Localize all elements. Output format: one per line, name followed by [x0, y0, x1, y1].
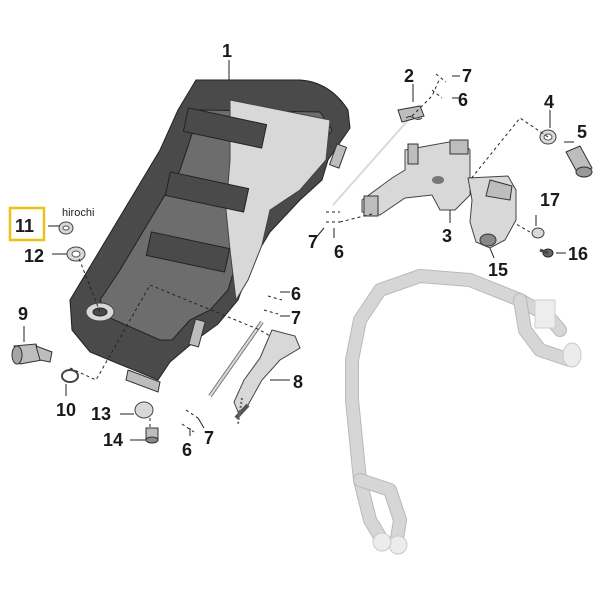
- clip-pair-upper: [431, 73, 447, 99]
- callout-labels: 1 2 7 6 4 5 17 3 16 15 7 6 6 7 8 9 10 11…: [15, 41, 588, 460]
- callout-3: 3: [442, 226, 452, 246]
- callout-7c: 7: [291, 308, 301, 328]
- highlight-box-item-11: [8, 206, 46, 242]
- callout-15: 15: [488, 260, 508, 280]
- callout-9: 9: [18, 304, 28, 324]
- washer-part-12: [66, 246, 86, 262]
- callout-12: 12: [24, 246, 44, 266]
- damper-part-13: [134, 401, 154, 419]
- washer-part-11: [58, 221, 74, 235]
- callout-2: 2: [404, 66, 414, 86]
- footrest-bracket-ghost: [345, 269, 582, 555]
- callout-6b: 6: [334, 242, 344, 262]
- clamp-part-15: [467, 175, 517, 249]
- callout-17: 17: [540, 190, 560, 210]
- clip-pair-mid-left: [326, 211, 340, 223]
- callout-16: 16: [568, 244, 588, 264]
- callout-6c: 6: [291, 284, 301, 304]
- heel-guard-plate: [69, 79, 351, 393]
- lever-part-8: [233, 329, 301, 425]
- bolt-part-16: [539, 248, 554, 258]
- callout-13: 13: [91, 404, 111, 424]
- callout-14: 14: [103, 430, 123, 450]
- callout-5: 5: [577, 122, 587, 142]
- leader-lines: [23, 60, 574, 441]
- screw-part-14: [145, 427, 159, 444]
- callout-6d: 6: [182, 440, 192, 460]
- watermark-text: hirochi: [62, 207, 94, 219]
- callout-11: 11: [15, 216, 34, 236]
- callout-7a: 7: [462, 66, 472, 86]
- bolt-part-9: [11, 343, 53, 365]
- callout-10: 10: [56, 400, 76, 420]
- pin-lower: [208, 320, 264, 398]
- washer-part-17: [531, 227, 545, 239]
- bracket-part-3: [361, 139, 471, 217]
- clip-pair-lower: [181, 409, 199, 433]
- bolt-part-5: [565, 145, 593, 178]
- clip-pair-mid-right: [263, 295, 283, 315]
- callout-6a: 6: [458, 90, 468, 110]
- callout-1: 1: [222, 41, 232, 61]
- callout-7d: 7: [204, 428, 214, 448]
- callout-4: 4: [544, 92, 554, 112]
- callout-7b: 7: [308, 232, 318, 252]
- callout-8: 8: [293, 372, 303, 392]
- seal-ring-part-10: [61, 369, 79, 383]
